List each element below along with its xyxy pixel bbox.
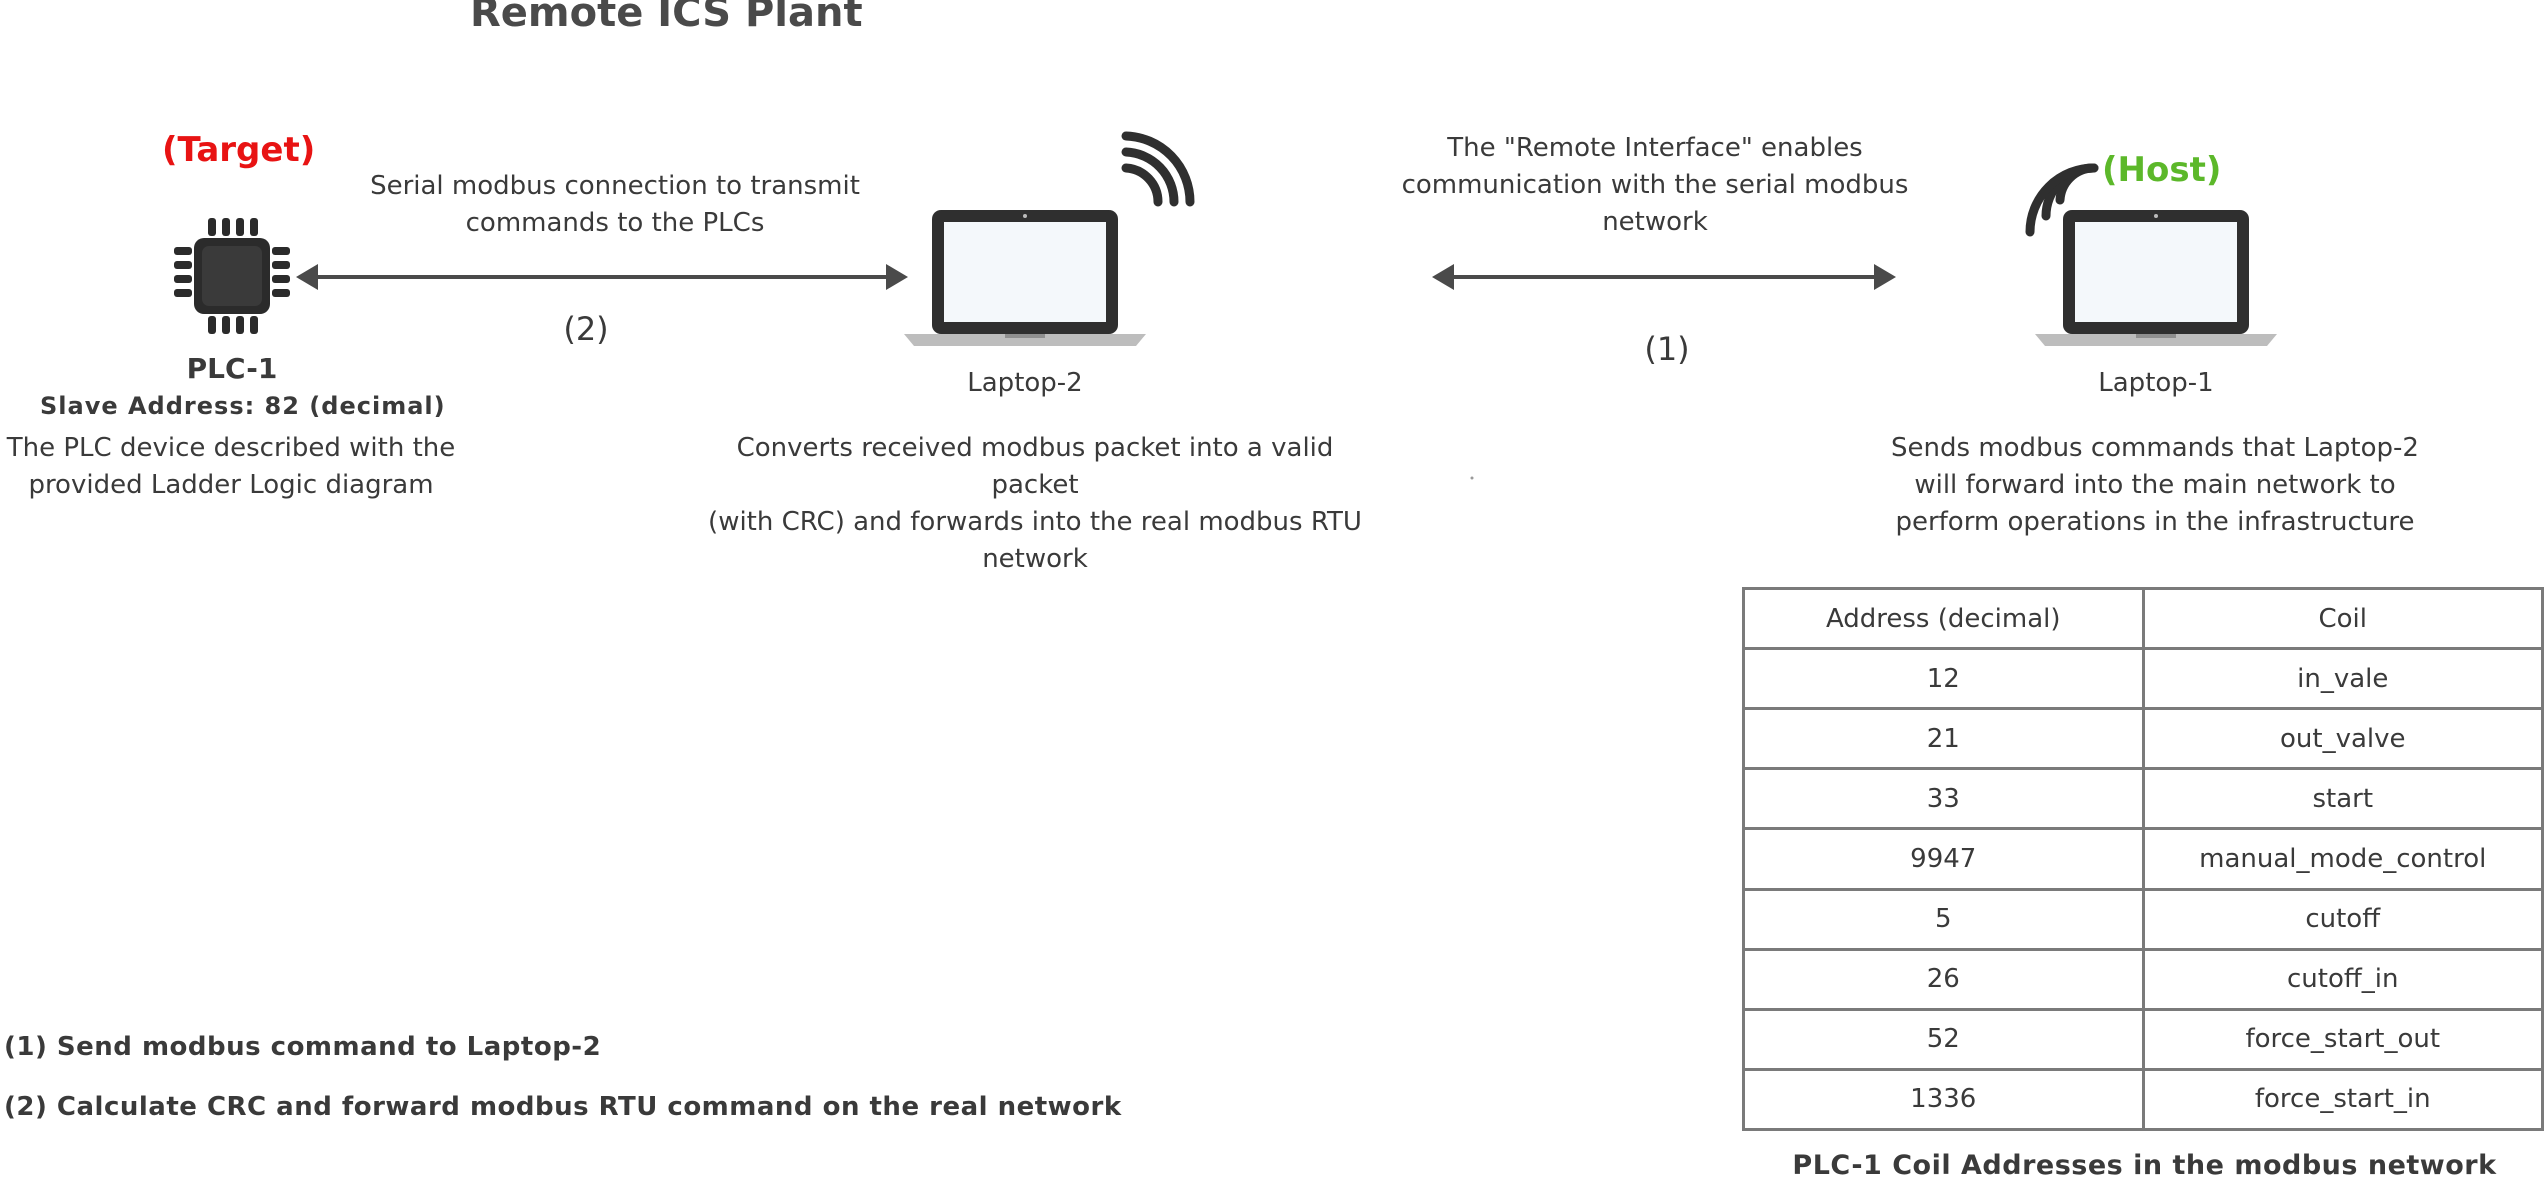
table-row: 26 cutoff_in	[1742, 947, 2544, 1011]
remote-link-text: The "Remote Interface" enables communica…	[1401, 133, 1909, 237]
stray-dot	[1470, 476, 1474, 480]
wifi-icon	[2025, 163, 2099, 237]
table-row: 1336 force_start_in	[1742, 1067, 2544, 1132]
laptop1-description: Sends modbus commands that Laptop-2 will…	[1891, 433, 2419, 537]
coil-address: 21	[1742, 707, 2145, 771]
coil-address: 9947	[1742, 827, 2145, 891]
wifi-icon	[1121, 131, 1195, 207]
laptop-icon	[904, 210, 1146, 346]
laptop1-name: Laptop-1	[2098, 368, 2214, 398]
coil-name: cutoff	[2141, 887, 2544, 951]
column-header-coil: Coil	[2141, 586, 2544, 651]
coil-address: 52	[1742, 1007, 2145, 1071]
coil-name: start	[2141, 767, 2544, 831]
table-row: 12 in_vale	[1742, 647, 2544, 711]
coil-address: 26	[1742, 947, 2145, 1011]
coil-name: cutoff_in	[2141, 947, 2544, 1011]
coil-name: in_vale	[2141, 647, 2544, 711]
coil-name: manual_mode_control	[2141, 827, 2544, 891]
table-row: 33 start	[1742, 767, 2544, 831]
plc-slave-address: Slave Address: 82 (decimal)	[40, 392, 446, 420]
coil-address: 1336	[1742, 1067, 2145, 1132]
coil-name: out_valve	[2141, 707, 2544, 771]
coil-name: force_start_out	[2141, 1007, 2544, 1071]
laptop2-name: Laptop-2	[967, 368, 1083, 398]
table-header-row: Address (decimal) Coil	[1742, 586, 2544, 651]
serial-link-arrow	[296, 264, 908, 290]
plc-description: The PLC device described with the provid…	[6, 433, 456, 500]
serial-link-step: (2)	[563, 310, 609, 348]
table-caption: PLC-1 Coil Addresses in the modbus netwo…	[1792, 1150, 2497, 1181]
coil-address: 5	[1742, 887, 2145, 951]
column-header-address: Address (decimal)	[1742, 586, 2145, 651]
target-tag: (Target)	[162, 130, 316, 170]
remote-link-step: (1)	[1644, 330, 1690, 368]
coil-address: 12	[1742, 647, 2145, 711]
host-tag: (Host)	[2102, 150, 2222, 190]
chip-icon	[174, 218, 290, 334]
table-row: 5 cutoff	[1742, 887, 2544, 951]
serial-link-text: Serial modbus connection to transmit com…	[370, 171, 860, 238]
diagram-title: Remote ICS Plant	[470, 0, 863, 36]
table-row: 21 out_valve	[1742, 707, 2544, 771]
coil-name: force_start_in	[2141, 1067, 2544, 1132]
legend-step-1: (1) Send modbus command to Laptop-2	[4, 1032, 602, 1062]
coil-address-table: Address (decimal) Coil 12 in_vale 21 out…	[1742, 586, 2544, 1132]
laptop-icon	[2035, 210, 2277, 346]
remote-link-arrow	[1432, 264, 1896, 290]
laptop2-description: Converts received modbus packet into a v…	[708, 433, 1362, 574]
table-row: 52 force_start_out	[1742, 1007, 2544, 1071]
table-row: 9947 manual_mode_control	[1742, 827, 2544, 891]
legend-step-2: (2) Calculate CRC and forward modbus RTU…	[4, 1092, 1122, 1122]
plc-name: PLC-1	[186, 352, 278, 385]
coil-address: 33	[1742, 767, 2145, 831]
